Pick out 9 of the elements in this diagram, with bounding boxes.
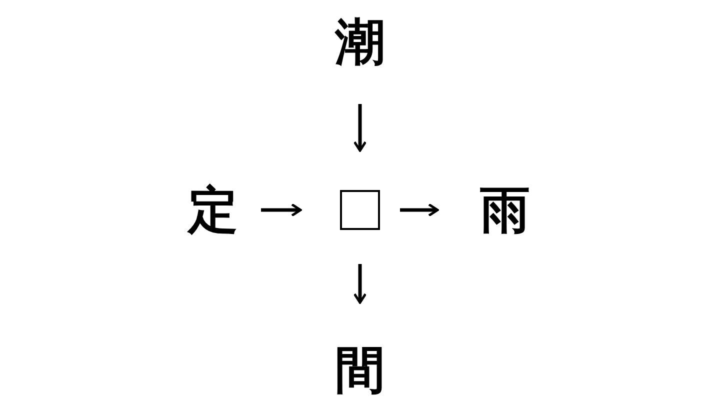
kanji-character: 雨 xyxy=(477,182,533,238)
blank-square xyxy=(340,190,380,230)
arrow xyxy=(261,203,302,217)
arrow xyxy=(353,264,367,304)
kanji-character: 定 xyxy=(185,182,241,238)
arrow xyxy=(353,104,367,152)
kanji-character: 潮 xyxy=(332,14,388,70)
kanji-character: 間 xyxy=(332,342,388,398)
arrow xyxy=(400,203,439,217)
